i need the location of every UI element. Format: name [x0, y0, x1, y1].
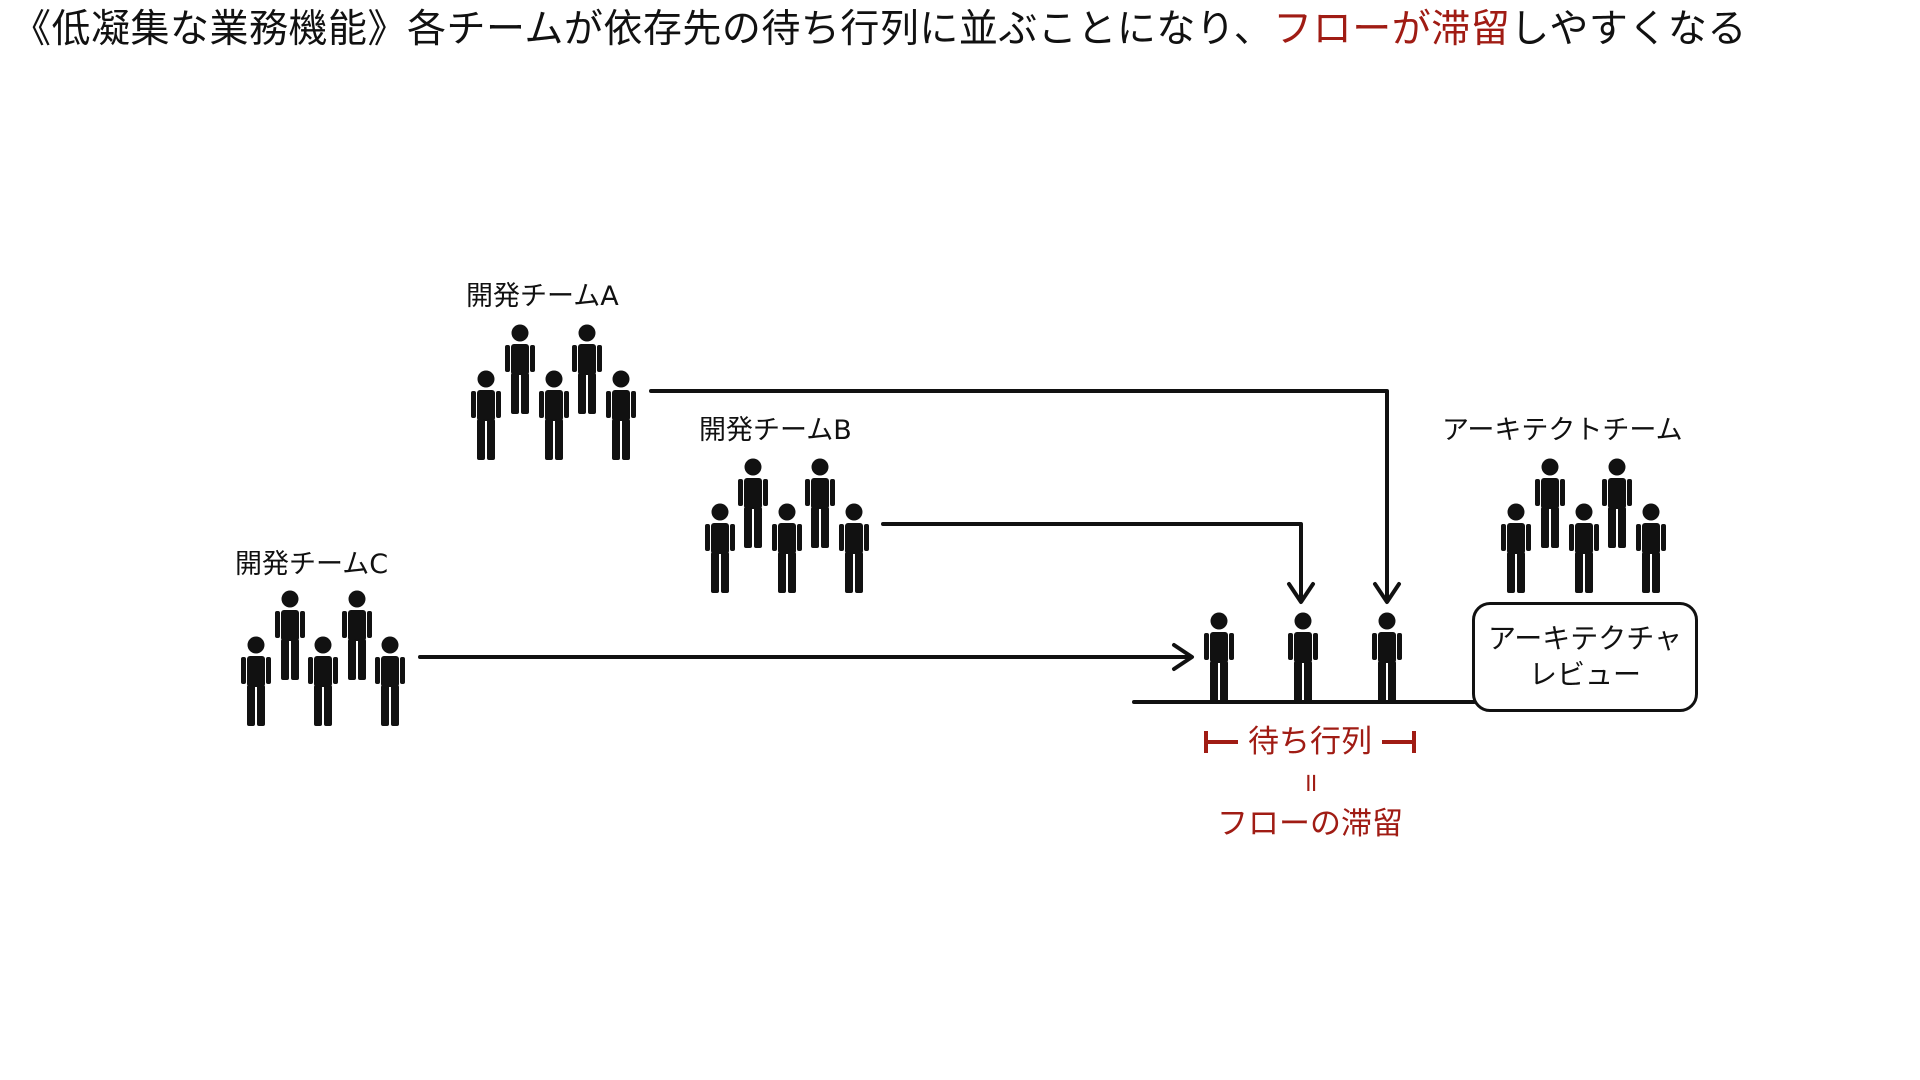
person-icon	[375, 636, 405, 726]
person-icon	[1372, 612, 1402, 702]
person-icon	[606, 370, 636, 460]
person-icon	[539, 370, 569, 460]
team-a-label: 開発チームA	[466, 281, 619, 312]
architect-team-label: アーキテクトチーム	[1442, 415, 1683, 446]
person-icon	[839, 503, 869, 593]
slide-title: 《低凝集な業務機能》各チームが依存先の待ち行列に並ぶことになり、フローが滞留しや…	[12, 4, 1912, 56]
person-icon	[805, 458, 835, 548]
person-icon	[505, 324, 535, 414]
person-icon	[308, 636, 338, 726]
person-icon	[705, 503, 735, 593]
team-b-people	[705, 458, 869, 593]
review-box-line1: アーキテクチャ	[1487, 622, 1683, 655]
title-highlight: フローが滞留	[1273, 7, 1511, 52]
waiting-queue-people	[1204, 612, 1402, 702]
queue-equals: ॥	[1302, 767, 1318, 798]
team-c-people	[241, 590, 405, 726]
team-b-flow-arrowhead	[1287, 582, 1315, 604]
person-icon	[241, 636, 271, 726]
team-c-flow-arrowhead	[1172, 643, 1194, 671]
person-icon	[342, 590, 372, 680]
team-a-flow-line	[649, 389, 1389, 602]
architect-team-people	[1501, 458, 1666, 593]
architecture-review-box: アーキテクチャ レビュー	[1472, 602, 1698, 712]
title-prefix: 《低凝集な業務機能》各チームが依存先の待ち行列に並ぶことになり、	[12, 7, 1274, 52]
team-c-label: 開発チームC	[235, 549, 389, 580]
person-icon	[1288, 612, 1318, 702]
person-icon	[1501, 503, 1531, 593]
team-a-flow-arrowhead	[1373, 582, 1401, 604]
bracket-left-icon	[1204, 730, 1239, 753]
person-icon	[572, 324, 602, 414]
review-box-line2: レビュー	[1528, 658, 1641, 691]
queue-label-row: 待ち行列	[1110, 720, 1510, 762]
person-icon	[1602, 458, 1632, 548]
person-icon	[1204, 612, 1234, 702]
queue-annotation: 待ち行列 ॥ フローの滞留	[1110, 720, 1510, 844]
person-icon	[1636, 503, 1666, 593]
queue-label: 待ち行列	[1248, 723, 1372, 760]
team-b-label: 開発チームB	[699, 415, 852, 446]
person-icon	[1535, 458, 1565, 548]
queue-meaning: フローの滞留	[1217, 805, 1403, 842]
person-icon	[1569, 503, 1599, 593]
person-icon	[738, 458, 768, 548]
title-suffix: しやすくなる	[1510, 7, 1747, 52]
person-icon	[471, 370, 501, 460]
person-icon	[275, 590, 305, 680]
bracket-right-icon	[1381, 730, 1416, 753]
person-icon	[772, 503, 802, 593]
team-a-people	[471, 324, 636, 460]
team-b-flow-line	[881, 522, 1303, 602]
